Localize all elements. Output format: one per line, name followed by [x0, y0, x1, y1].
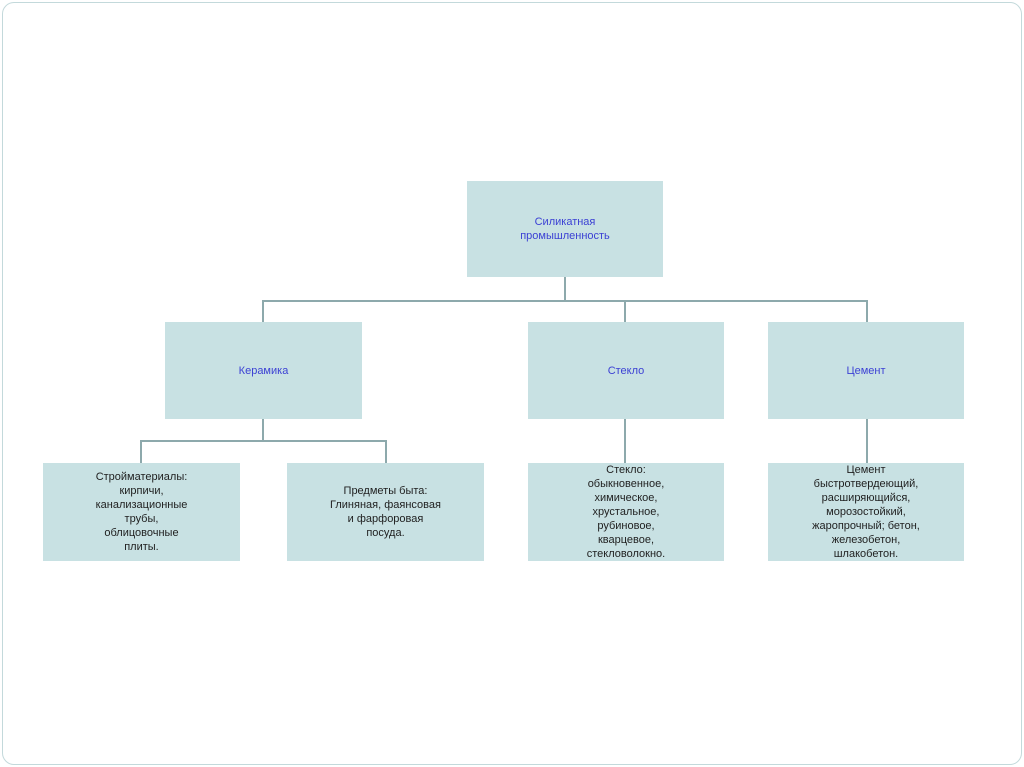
node-cement: Цемент — [768, 322, 964, 419]
connector-main-rail — [262, 300, 868, 302]
node-building-materials: Стройматериалы: кирпичи, канализационные… — [43, 463, 240, 561]
connector-to-cement — [866, 300, 868, 322]
node-glass: Стекло — [528, 322, 724, 419]
connector-to-ceramics — [262, 300, 264, 322]
connector-root-drop — [564, 277, 566, 301]
connector-to-cement-types — [866, 419, 868, 463]
connector-ceramics-drop — [262, 419, 264, 441]
node-household-items: Предметы быта: Глиняная, фаянсовая и фар… — [287, 463, 484, 561]
node-glass-types: Стекло: обыкновенное, химическое, хруста… — [528, 463, 724, 561]
connector-to-household-items — [385, 440, 387, 463]
connector-to-glass-types — [624, 419, 626, 463]
node-silicate-industry: Силикатная промышленность — [467, 181, 663, 277]
connector-ceramics-rail — [140, 440, 387, 442]
node-cement-types: Цемент быстротвердеющий, расширяющийся, … — [768, 463, 964, 561]
connector-to-glass — [624, 300, 626, 322]
node-ceramics: Керамика — [165, 322, 362, 419]
connector-to-building-materials — [140, 440, 142, 463]
